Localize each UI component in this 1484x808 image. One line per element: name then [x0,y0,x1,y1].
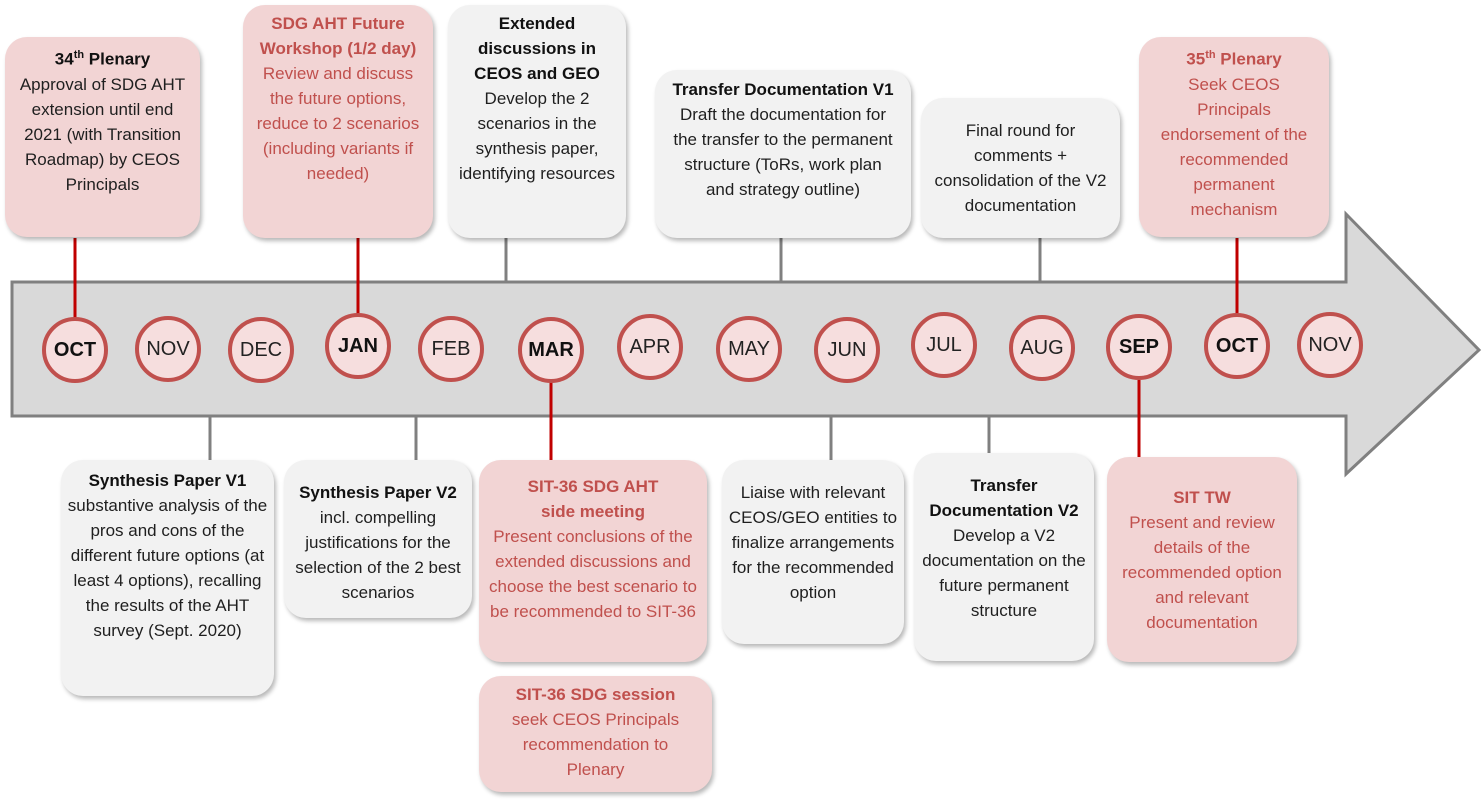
event-title: Transfer Documentation V2 [929,476,1079,520]
event-body: Draft the documentation for the transfer… [673,105,893,199]
event-sit36: SIT-36 SDG AHT side meeting Present conc… [479,460,707,662]
month-circle-13: NOV [1297,312,1363,378]
event-body: incl. compelling justifications for the … [295,508,461,602]
event-body: Present conclusions of the extended disc… [489,527,697,621]
event-workshop: SDG AHT Future Workshop (1/2 day) Review… [243,5,433,238]
event-sit-tw: SIT TW Present and review details of the… [1107,457,1297,662]
event-body: Review and discuss the future options, r… [256,64,420,183]
event-synthesis-v2: Synthesis Paper V2 incl. compelling just… [284,460,472,618]
month-circle-0: OCT [42,317,108,383]
event-liaise: Liaise with relevant CEOS/GEO entities t… [722,460,904,644]
event-title: Transfer Documentation V1 [672,80,894,99]
event-title: Extended discussions in CEOS and GEO [474,14,600,83]
event-title: 35th Plenary [1186,49,1282,69]
event-body: Approval of SDG AHT extension until end … [19,74,186,194]
month-circle-8: JUN [814,317,880,383]
event-body: Seek CEOS Principals endorsement of the … [1160,74,1308,219]
event-body: Final round for comments + consolidation… [934,121,1107,215]
event-transfer-v2: Transfer Documentation V2 Develop a V2 d… [914,453,1094,661]
month-circle-1: NOV [135,316,201,382]
event-synthesis-v1: Synthesis Paper V1 substantive analysis … [61,460,274,696]
event-body: Liaise with relevant CEOS/GEO entities t… [728,483,898,602]
event-title: SIT-36 SDG session [515,685,676,704]
event-final-round: Final round for comments + consolidation… [921,98,1120,238]
month-circle-4: FEB [418,316,484,382]
month-circle-11: SEP [1106,314,1172,380]
month-circle-10: AUG [1009,315,1075,381]
event-plenary34: 34th Plenary Approval of SDG AHT extensi… [5,37,200,237]
event-body: Develop the 2 scenarios in the synthesis… [459,89,615,183]
event-transfer-v1: Transfer Documentation V1 Draft the docu… [655,70,911,238]
event-body: Develop a V2 documentation on the future… [922,526,1086,620]
month-circle-5: MAR [518,317,584,383]
event-extended: Extended discussions in CEOS and GEO Dev… [448,5,626,238]
month-circle-3: JAN [325,313,391,379]
event-sit36-session: SIT-36 SDG session seek CEOS Principals … [479,676,712,792]
event-title: SDG AHT Future Workshop (1/2 day) [259,14,417,58]
month-circle-9: JUL [911,312,977,378]
month-circle-12: OCT [1204,313,1270,379]
event-body: substantive analysis of the pros and con… [67,496,268,640]
event-body: Present and review details of the recomm… [1122,513,1282,632]
month-circle-6: APR [617,314,683,380]
month-circle-7: MAY [716,316,782,382]
month-circle-2: DEC [228,317,294,383]
event-title: 34th Plenary [54,49,151,69]
event-title: Synthesis Paper V2 [299,483,457,502]
event-body: seek CEOS Principals recommendation to P… [511,710,680,779]
event-plenary35: 35th Plenary Seek CEOS Principals endors… [1139,37,1329,237]
event-title: SIT TW [1173,488,1231,507]
event-title: SIT-36 SDG AHT side meeting [527,477,659,521]
event-title: Synthesis Paper V1 [88,471,247,490]
